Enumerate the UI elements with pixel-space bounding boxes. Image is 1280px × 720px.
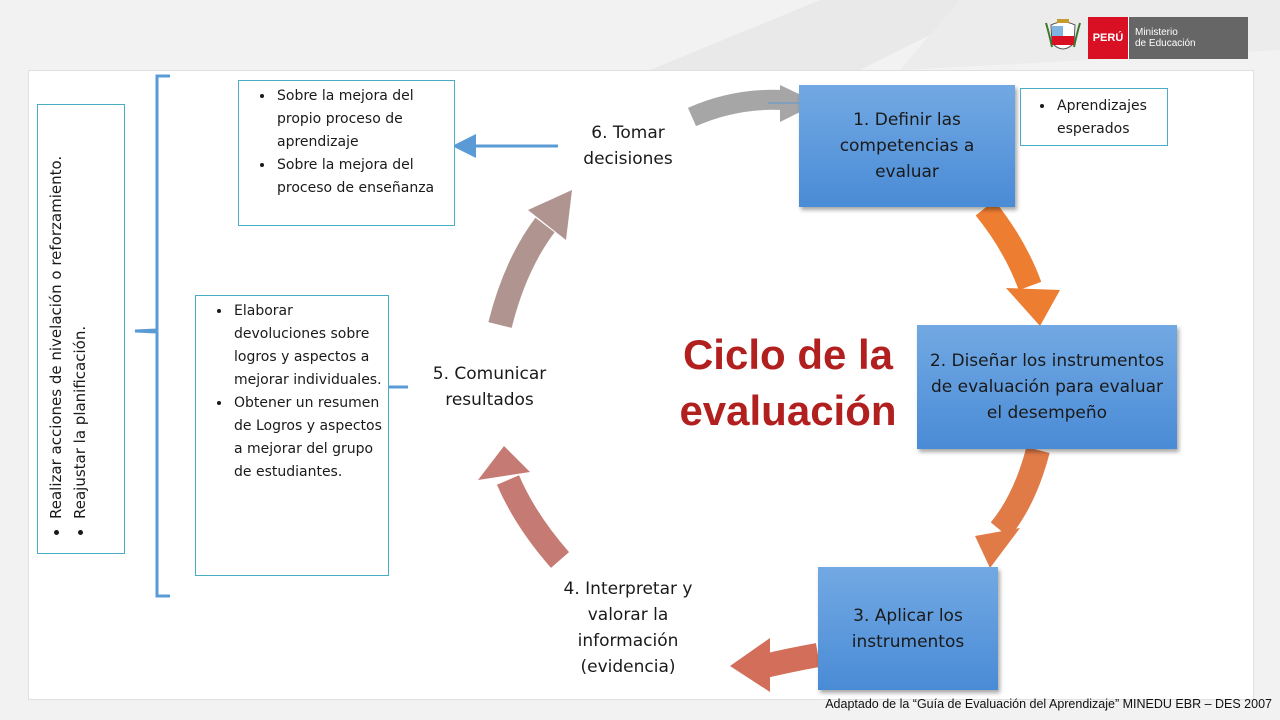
source-citation: Adaptado de la “Guía de Evaluación del A… [825, 697, 1272, 711]
arrow-1-to-2 [975, 200, 1060, 326]
note-decisiones-item-1: Sobre la mejora del propio proceso de ap… [275, 85, 450, 154]
arrow-5-to-6 [488, 190, 572, 328]
note-decisiones: Sobre la mejora del propio proceso de ap… [238, 80, 455, 226]
step-3-label: 3. Aplicar los instrumentos [851, 605, 965, 652]
note-decisiones-item-2: Sobre la mejora del proceso de enseñanza [275, 154, 450, 200]
coat-of-arms-icon [1045, 19, 1081, 50]
ministry-label: Ministerio de Educación [1128, 17, 1248, 59]
title-line-2: evaluación [679, 387, 897, 434]
note-aprendizajes: Aprendizajes esperados [1020, 88, 1168, 146]
arrow-2-to-3 [975, 446, 1050, 568]
note-acciones: Realizar acciones de nivelación o reforz… [37, 104, 125, 554]
note-acciones-item-1: Realizar acciones de nivelación o reforz… [44, 105, 68, 519]
ministry-line-1: Ministerio [1135, 27, 1178, 38]
note-comunicar-item-1: Elaborar devoluciones sobre logros y asp… [232, 300, 384, 392]
step-5-label: 5. Comunicar resultados [432, 364, 547, 410]
arrow-4-to-5 [478, 446, 570, 568]
arrow-3-to-4 [730, 638, 821, 692]
note-comunicar: Elaborar devoluciones sobre logros y asp… [195, 295, 389, 576]
step-1-box: 1. Definir las competencias a evaluar [799, 85, 1015, 207]
note-comunicar-item-2: Obtener un resumen de Logros y aspectos … [232, 392, 384, 484]
step-3-box: 3. Aplicar los instrumentos [818, 567, 998, 690]
note-aprendizajes-item: Aprendizajes esperados [1055, 95, 1167, 141]
note-acciones-item-2: Reajustar la planificación. [68, 105, 92, 519]
step-4-label: 4. Interpretar y valorar la información … [563, 579, 693, 677]
step-6-label: 6. Tomar decisiones [583, 123, 673, 169]
title-line-1: Ciclo de la [682, 331, 894, 378]
step-1-label: 1. Definir las competencias a evaluar [839, 110, 975, 182]
step-2-label: 2. Diseñar los instrumentos de evaluació… [929, 351, 1165, 423]
diagram-title: Ciclo de la evaluación [672, 327, 904, 439]
peru-label: PERÚ [1088, 17, 1128, 59]
left-brace [134, 74, 170, 598]
step-2-box: 2. Diseñar los instrumentos de evaluació… [917, 325, 1177, 449]
ministry-logo: PERÚ Ministerio de Educación [1044, 17, 1248, 59]
ministry-line-2: de Educación [1135, 38, 1196, 49]
